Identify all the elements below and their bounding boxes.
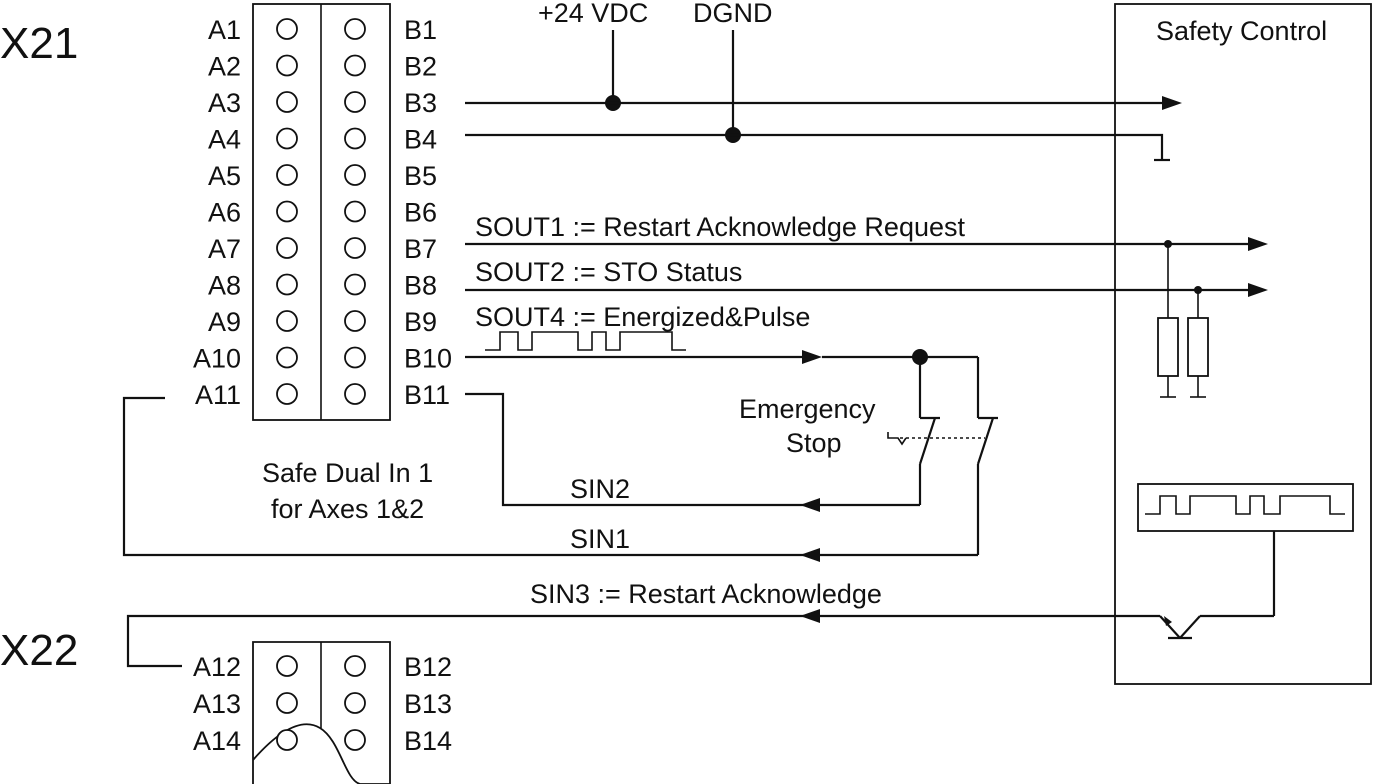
terminal-hole-a — [276, 273, 298, 296]
sout1-arrow — [1248, 237, 1268, 251]
terminal-hole-a — [276, 200, 298, 223]
pin-label-b: B12 — [404, 652, 452, 682]
sout2-label: SOUT2 := STO Status — [475, 257, 742, 287]
b4-wire — [465, 133, 1164, 160]
pin-label-a: A11 — [195, 380, 241, 410]
x21-label: X21 — [0, 19, 78, 68]
pin-label-b: B4 — [404, 125, 437, 155]
terminal-hole-b — [344, 91, 366, 113]
vdc-label: +24 VDC — [538, 0, 648, 28]
terminal-hole-b — [344, 127, 366, 150]
pin-label-a: A9 — [208, 307, 241, 337]
x22-label: X22 — [0, 626, 78, 675]
sin2-wire — [465, 392, 920, 507]
b10-arrow — [802, 350, 822, 364]
terminal-hole-a — [276, 692, 298, 714]
sout4-label: SOUT4 := Energized&Pulse — [475, 302, 810, 332]
emergency-stop-switch — [887, 357, 998, 555]
pin-label-a: A12 — [193, 652, 241, 682]
terminal-hole-b — [344, 273, 366, 296]
terminal-hole-a — [276, 91, 298, 113]
pulse-generator-waveform — [1145, 495, 1345, 515]
terminal-hole-b — [344, 383, 366, 405]
pin-label-b: B10 — [404, 344, 452, 374]
pin-label-a: A10 — [193, 344, 241, 374]
pin-label-a: A1 — [208, 15, 241, 45]
pin-label-b: B1 — [404, 15, 437, 45]
safe-dual-label-2: for Axes 1&2 — [271, 494, 424, 524]
terminal-hole-b — [344, 164, 366, 186]
sin1-wire — [122, 396, 978, 557]
terminal-hole-b — [344, 692, 366, 714]
pin-label-b: B14 — [404, 726, 452, 756]
pin-label-b: B5 — [404, 161, 437, 191]
pin-label-a: A7 — [208, 234, 241, 264]
terminal-hole-b — [344, 200, 366, 223]
pin-label-a: A8 — [208, 271, 241, 301]
emergency-label-2: Stop — [786, 428, 842, 458]
terminal-hole-b — [344, 310, 366, 332]
terminal-hole-a — [276, 237, 298, 259]
pin-label-a: A13 — [193, 689, 241, 719]
pin-label-a: A4 — [208, 125, 241, 155]
pin-label-b: B8 — [404, 271, 437, 301]
transistor-symbol — [1159, 615, 1201, 640]
pin-label-a: A5 — [208, 161, 241, 191]
sin3-wire — [126, 614, 1160, 668]
pin-label-b: B9 — [404, 307, 437, 337]
pulse-waveform — [485, 331, 686, 351]
safe-dual-label-1: Safe Dual In 1 — [262, 458, 433, 488]
pin-label-b: B6 — [404, 198, 437, 228]
terminal-hole-a — [276, 164, 298, 186]
sin3-arrow — [800, 609, 820, 623]
resistor-1 — [1157, 244, 1179, 398]
terminal-hole-a — [276, 383, 298, 405]
sout1-label: SOUT1 := Restart Acknowledge Request — [475, 212, 965, 242]
terminal-hole-b — [344, 655, 366, 677]
pin-label-a: A3 — [208, 88, 241, 118]
terminal-hole-a — [276, 18, 298, 40]
terminal-hole-a — [276, 54, 298, 77]
terminal-hole-b — [344, 237, 366, 259]
pin-label-a: A14 — [193, 726, 241, 756]
terminal-hole-a — [276, 729, 298, 751]
sin2-arrow — [800, 498, 820, 512]
pin-label-b: B11 — [404, 380, 450, 410]
sout2-arrow — [1248, 283, 1268, 297]
sin3-label: SIN3 := Restart Acknowledge — [530, 579, 882, 609]
pulse-generator-box — [1137, 483, 1354, 532]
pin-label-b: B3 — [404, 88, 437, 118]
terminal-hole-a — [276, 310, 298, 332]
dgnd-label: DGND — [693, 0, 773, 28]
sin1-label: SIN1 — [570, 524, 630, 554]
terminal-hole-b — [344, 346, 366, 369]
pin-label-a: A6 — [208, 198, 241, 228]
terminal-hole-a — [276, 655, 298, 677]
pin-label-b: B7 — [404, 234, 437, 264]
safety-control-title: Safety Control — [1156, 16, 1327, 46]
pin-label-b: B13 — [404, 689, 452, 719]
terminal-hole-a — [276, 127, 298, 150]
pin-label-b: B2 — [404, 52, 437, 82]
sin2-label: SIN2 — [570, 474, 630, 504]
terminal-hole-b — [344, 54, 366, 77]
terminal-hole-b — [344, 729, 366, 751]
resistor-2 — [1187, 290, 1209, 398]
pin-label-a: A2 — [208, 52, 241, 82]
emergency-label-1: Emergency — [739, 394, 876, 424]
safety-control-box — [1114, 3, 1372, 685]
terminal-hole-a — [276, 346, 298, 369]
b3-arrow — [1162, 96, 1182, 110]
sin1-arrow — [800, 548, 820, 562]
terminal-hole-b — [344, 18, 366, 40]
